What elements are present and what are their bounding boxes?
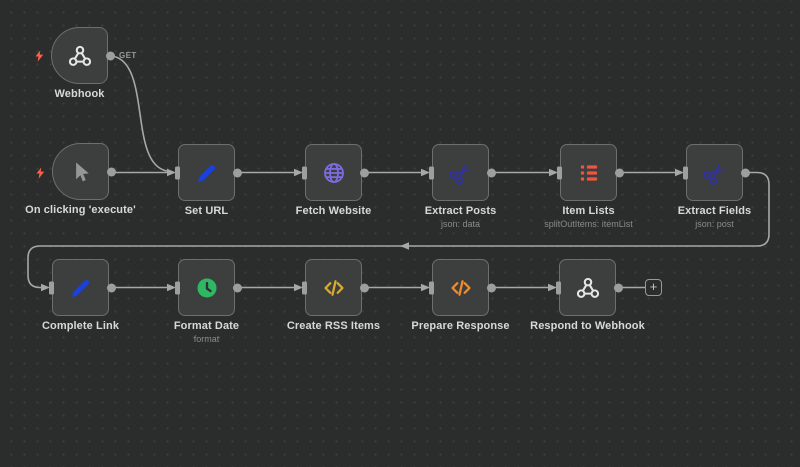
output-port[interactable] <box>741 168 750 177</box>
input-port <box>556 281 561 294</box>
node-extract-fields[interactable]: Extract Fields json: post <box>678 144 751 229</box>
input-port <box>557 166 562 179</box>
pencil-icon <box>71 279 89 297</box>
node-webhook[interactable]: Webhook <box>51 27 115 100</box>
node-fetch-website[interactable]: Fetch Website <box>296 144 371 217</box>
webhook-icon <box>68 45 91 66</box>
node-set-url[interactable]: Set URL <box>175 144 242 217</box>
output-port[interactable] <box>107 283 116 292</box>
output-port[interactable] <box>360 168 369 177</box>
output-port[interactable] <box>615 168 624 177</box>
list-icon <box>580 164 597 181</box>
code-icon <box>450 279 471 296</box>
globe-icon <box>323 162 344 183</box>
output-port[interactable] <box>360 283 369 292</box>
output-port[interactable] <box>107 167 116 176</box>
wire-wraparound <box>27 171 770 289</box>
output-port[interactable] <box>487 168 496 177</box>
output-port[interactable] <box>487 283 496 292</box>
scissors-icon <box>448 164 469 185</box>
input-port <box>175 166 180 179</box>
input-port <box>683 166 688 179</box>
add-node-button[interactable]: + <box>645 279 662 296</box>
pencil-icon <box>197 164 215 182</box>
node-manual-trigger[interactable]: On clicking 'execute' <box>25 143 136 216</box>
node-extract-posts[interactable]: Extract Posts json: data <box>425 144 496 229</box>
node-complete-link[interactable]: Complete Link <box>42 259 119 332</box>
lightning-bolt-icon <box>36 167 45 179</box>
webhook-method-label: GET <box>119 51 137 60</box>
node-create-rss-items[interactable]: Create RSS Items <box>287 259 380 332</box>
node-format-date[interactable]: Format Date format <box>174 259 242 344</box>
code-icon <box>323 279 344 296</box>
lightning-bolt-icon <box>35 50 44 62</box>
node-prepare-response[interactable]: Prepare Response <box>411 259 509 332</box>
webhook-icon <box>576 277 599 298</box>
clock-icon <box>196 277 217 298</box>
input-port <box>429 281 434 294</box>
output-port[interactable] <box>106 51 115 60</box>
input-port <box>49 281 54 294</box>
node-item-lists[interactable]: Item Lists splitOutItems: itemList <box>544 144 633 229</box>
node-respond-to-webhook[interactable]: Respond to Webhook <box>530 259 645 332</box>
scissors-icon <box>702 164 723 185</box>
input-port <box>175 281 180 294</box>
output-port[interactable] <box>233 283 242 292</box>
input-port <box>429 166 434 179</box>
wire-webhook-to-seturl <box>111 55 168 172</box>
input-port <box>302 166 307 179</box>
cursor-icon <box>75 161 89 181</box>
output-port[interactable] <box>233 168 242 177</box>
input-port <box>302 281 307 294</box>
output-port[interactable] <box>614 283 623 292</box>
